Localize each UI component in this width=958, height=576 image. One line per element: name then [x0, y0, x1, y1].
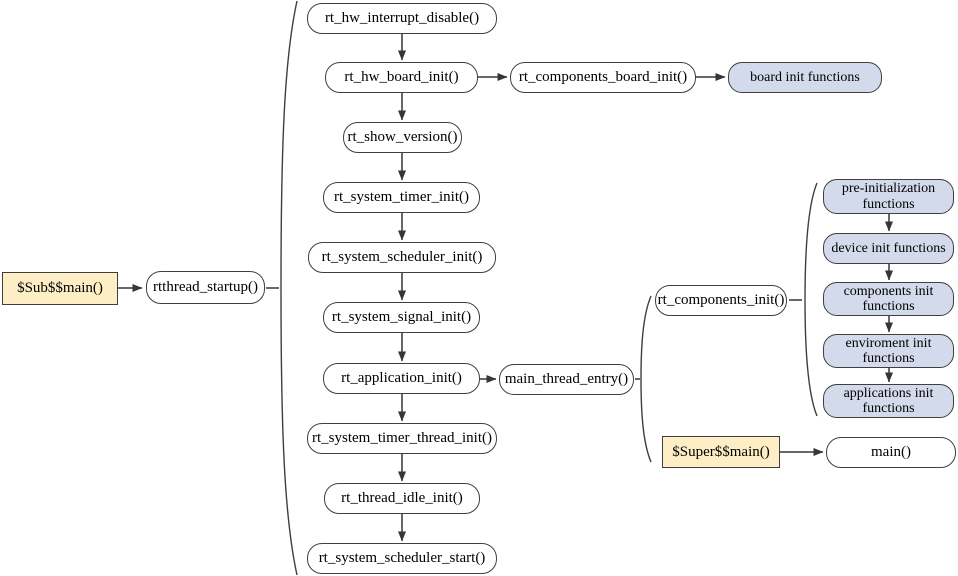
- node-sub-main: $Sub$$main(): [2, 272, 118, 305]
- node-rt-thread-idle-init: rt_thread_idle_init(): [324, 483, 480, 514]
- node-rt-system-scheduler-start: rt_system_scheduler_start(): [307, 543, 497, 574]
- node-main-thread-entry: main_thread_entry(): [499, 364, 634, 395]
- node-super-main: $Super$$main(): [662, 436, 780, 468]
- node-rt-show-version: rt_show_version(): [343, 122, 462, 153]
- node-pre-initialization-functions: pre-initialization functions: [823, 179, 954, 214]
- node-main: main(): [826, 437, 956, 468]
- node-rt-system-signal-init: rt_system_signal_init(): [323, 302, 480, 333]
- node-rt-components-init: rt_components_init(): [655, 285, 787, 316]
- node-rt-system-timer-init: rt_system_timer_init(): [323, 182, 480, 213]
- node-rtthread-startup: rtthread_startup(): [146, 271, 265, 304]
- main-thread-group-brace: [640, 295, 652, 463]
- component-init-group-brace: [804, 182, 818, 417]
- node-enviroment-init-functions: enviroment init functions: [823, 334, 954, 368]
- node-components-init-functions: components init functions: [823, 282, 954, 316]
- node-rt-hw-interrupt-disable: rt_hw_interrupt_disable(): [307, 3, 497, 34]
- node-device-init-functions: device init functions: [823, 233, 954, 264]
- node-applications-init-functions: applications init functions: [823, 384, 954, 418]
- node-rt-application-init: rt_application_init(): [323, 363, 480, 394]
- node-board-init-functions: board init functions: [728, 62, 882, 93]
- node-rt-system-scheduler-init: rt_system_scheduler_init(): [308, 242, 496, 273]
- node-rt-components-board-init: rt_components_board_init(): [510, 62, 696, 93]
- node-rt-system-timer-thread-init: rt_system_timer_thread_init(): [307, 423, 497, 454]
- startup-sequence-brace: [280, 0, 298, 576]
- node-rt-hw-board-init: rt_hw_board_init(): [325, 62, 478, 93]
